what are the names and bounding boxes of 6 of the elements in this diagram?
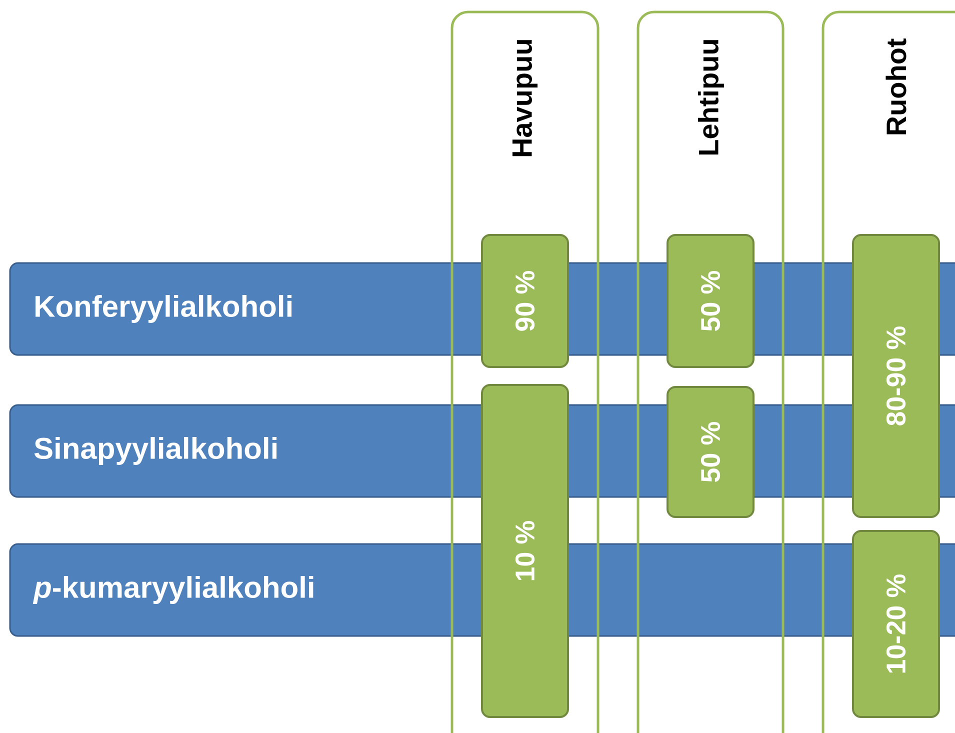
percentage-box: 90 % bbox=[481, 234, 569, 368]
percentage-box: 10-20 % bbox=[852, 530, 940, 718]
percentage-box: 10 % bbox=[481, 384, 569, 718]
percentage-box: 50 % bbox=[666, 234, 754, 368]
percentage-box: 50 % bbox=[666, 386, 754, 518]
percentage-box: 80-90 % bbox=[852, 234, 940, 518]
